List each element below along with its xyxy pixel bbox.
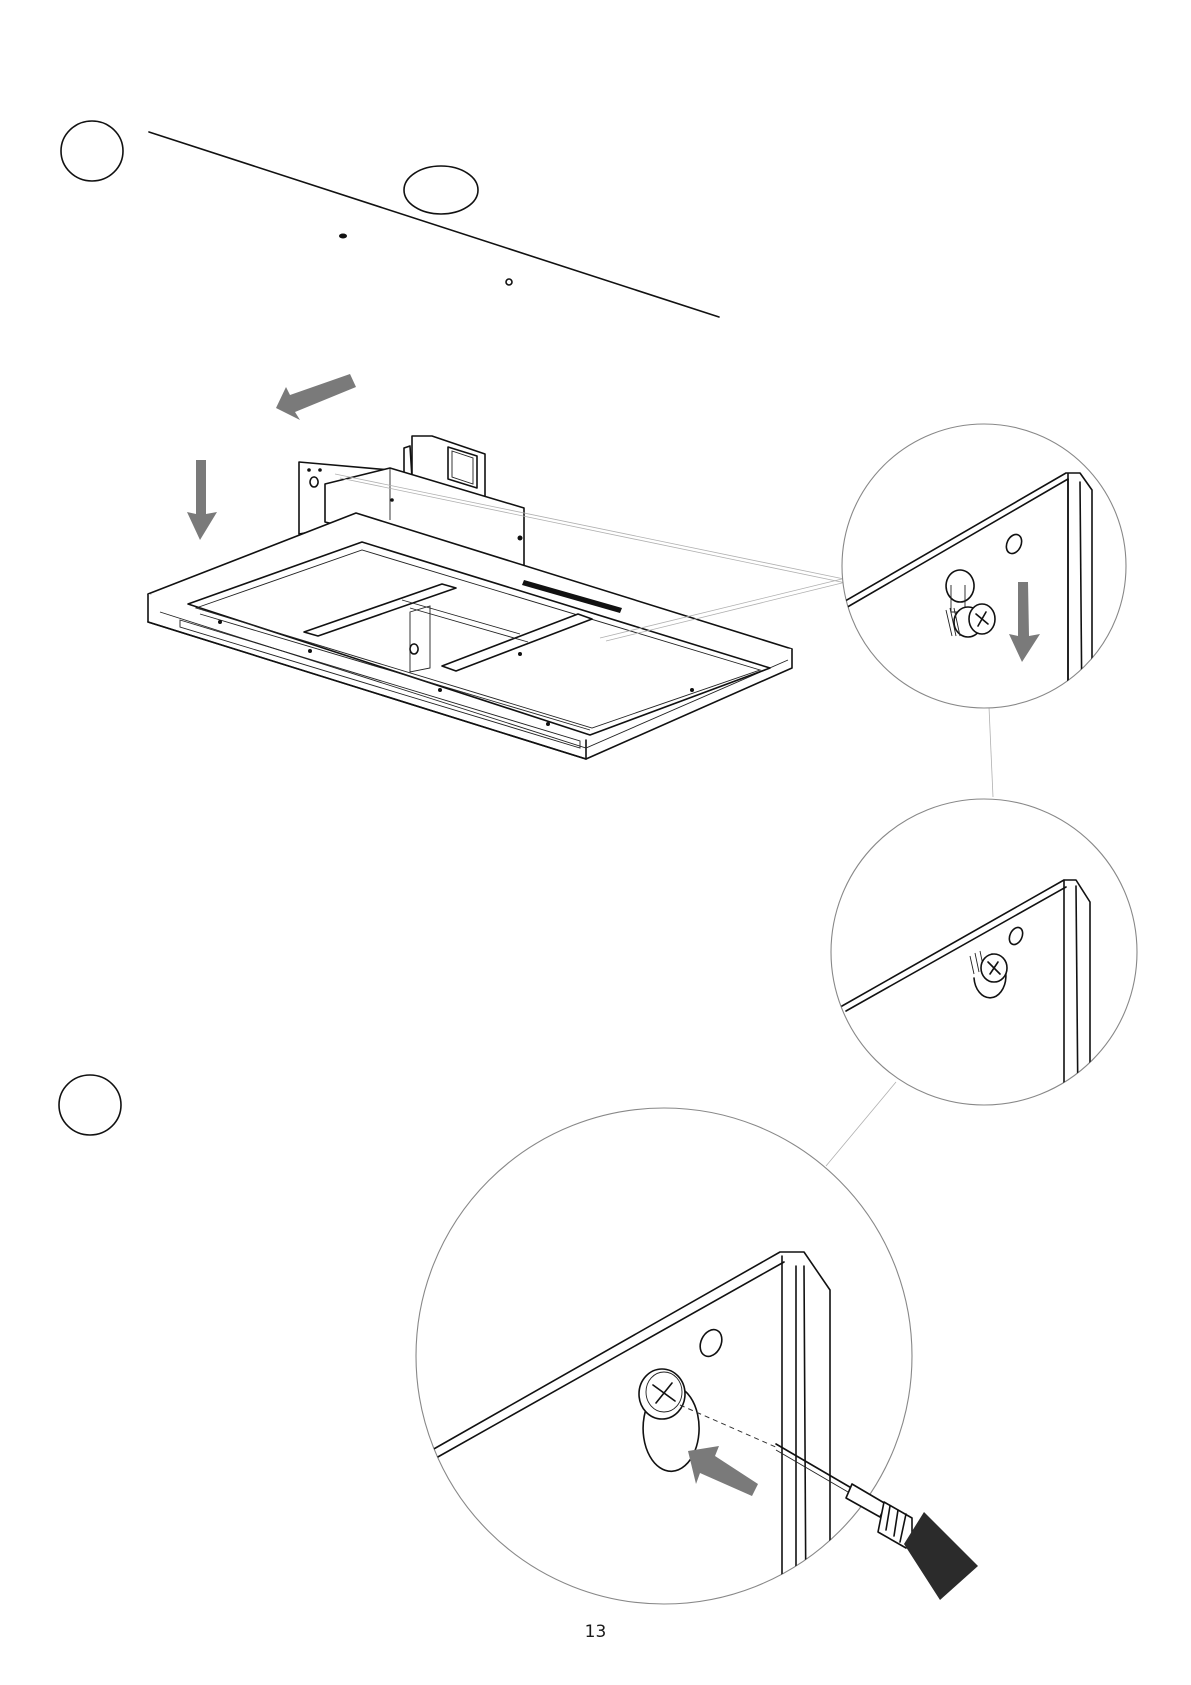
detail-callout-screw-tightening (416, 1108, 978, 1620)
range-hood-unit (148, 436, 792, 759)
ceiling-oval-marker (404, 166, 478, 214)
step-badge-1 (61, 121, 123, 181)
page-number: 13 (0, 1622, 1191, 1642)
step-badge-2 (59, 1075, 121, 1135)
arrow-icon (187, 460, 217, 540)
detail-callout-screw-seated (831, 799, 1137, 1110)
ceiling-hole-icon (339, 234, 347, 239)
arrow-icon (276, 374, 356, 420)
ceiling-line (149, 132, 719, 317)
detail-callout-screw-insertion (840, 424, 1126, 720)
ceiling-hole-icon (506, 279, 512, 285)
screw-icon (639, 1369, 685, 1419)
